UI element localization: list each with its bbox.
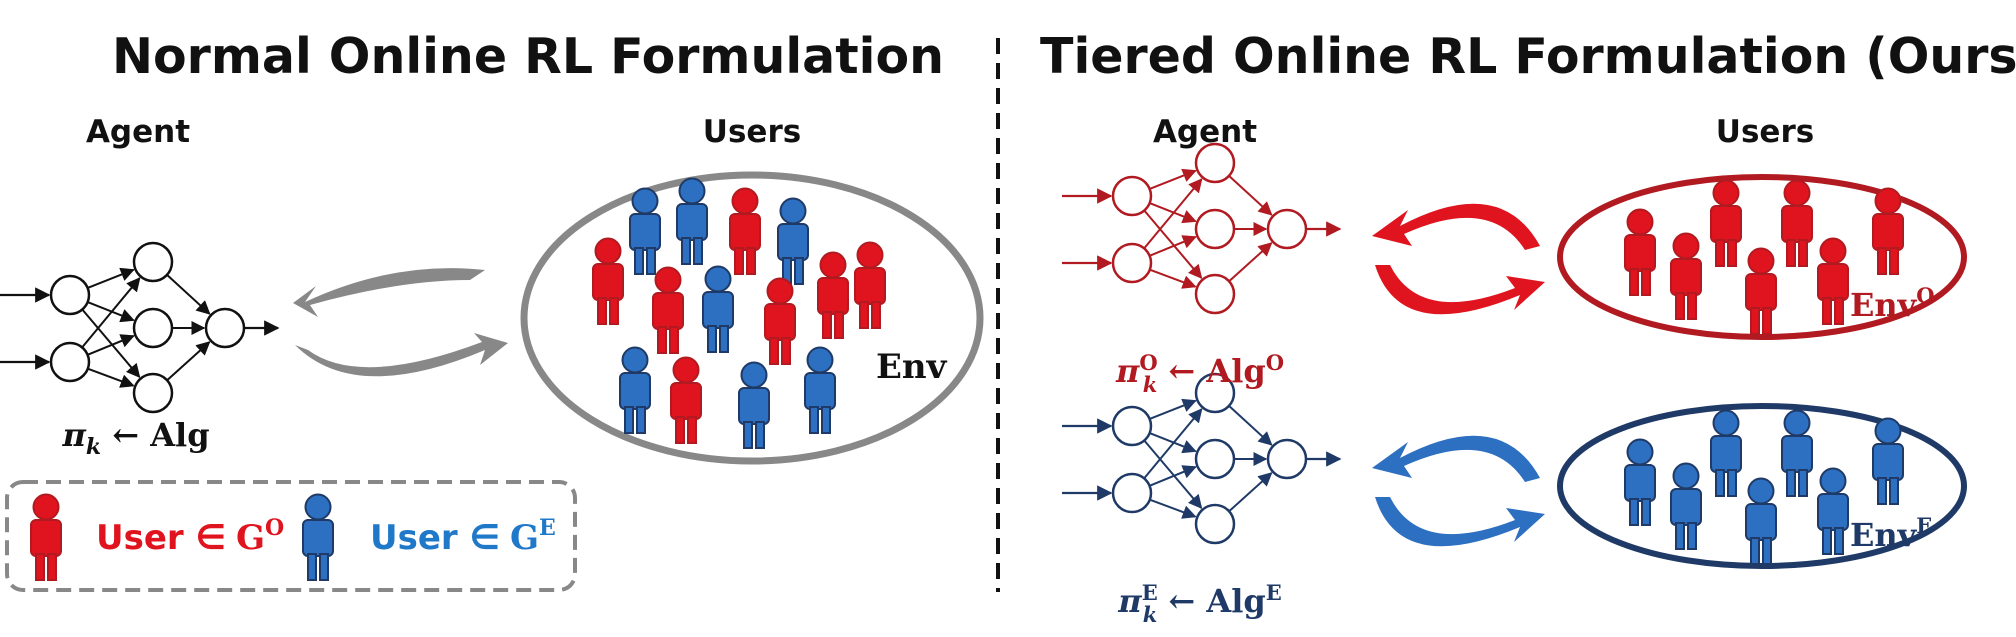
blue-user-icon xyxy=(1872,417,1904,505)
network-node xyxy=(132,372,174,414)
cycle-arrows-icon xyxy=(1372,435,1545,547)
network-node xyxy=(1194,208,1236,250)
red-user-icon xyxy=(1745,247,1777,335)
neural-network-icon xyxy=(1062,142,1342,315)
red-user-icon xyxy=(652,266,684,354)
network-node xyxy=(1194,142,1236,184)
network-node xyxy=(1266,438,1308,480)
network-node xyxy=(49,274,91,316)
blue-user-icon xyxy=(1670,462,1702,550)
red-user-icon xyxy=(30,493,62,581)
left-env-ellipse xyxy=(520,171,984,465)
blue-user-icon xyxy=(302,493,334,581)
blue-user-icon xyxy=(1745,477,1777,565)
right-top-env-ellipse xyxy=(1557,174,1967,340)
right-top-env-label: EnvO xyxy=(1850,283,1935,324)
right-bottom-env-label: EnvE xyxy=(1850,513,1932,554)
left-policy-label: πk ← Alg xyxy=(61,416,209,460)
network-node xyxy=(1194,372,1236,414)
blue-user-icon xyxy=(619,346,651,434)
network-node xyxy=(204,307,246,349)
network-node xyxy=(132,241,174,283)
legend-item-e: User ∈GE xyxy=(370,515,556,558)
blue-user-icon xyxy=(1710,409,1742,497)
red-user-icon xyxy=(1817,237,1849,325)
red-user-icon xyxy=(1670,232,1702,320)
blue-user-icon xyxy=(629,187,661,275)
network-node xyxy=(1111,405,1153,447)
network-node xyxy=(1111,242,1153,284)
red-user-icon xyxy=(729,187,761,275)
network-node xyxy=(1194,503,1236,545)
blue-user-icon xyxy=(1781,409,1813,497)
neural-network-icon xyxy=(0,241,280,414)
cycle-arrows-icon xyxy=(293,268,508,377)
blue-user-icon xyxy=(738,361,770,449)
left-agent-label: Agent xyxy=(86,114,190,150)
legend-box xyxy=(5,480,577,592)
blue-user-icon xyxy=(702,265,734,353)
right-title: Tiered Online RL Formulation (Ours) xyxy=(1040,28,2016,85)
red-user-icon xyxy=(1781,179,1813,267)
legend-item-o: User ∈GO xyxy=(96,515,284,558)
neural-network-icon xyxy=(1062,372,1342,545)
blue-user-icon xyxy=(804,346,836,434)
red-user-icon xyxy=(817,251,849,339)
right-bottom-env-ellipse xyxy=(1557,403,1967,569)
right-users-label: Users xyxy=(1716,114,1814,150)
red-user-icon xyxy=(1710,179,1742,267)
red-user-icon xyxy=(854,241,886,329)
left-user-crowd xyxy=(592,177,886,449)
network-node xyxy=(1111,472,1153,514)
network-node xyxy=(49,341,91,383)
red-user-icon xyxy=(1624,208,1656,296)
blue-user-icon xyxy=(1817,467,1849,555)
network-node xyxy=(1194,273,1236,315)
cycle-arrows-icon xyxy=(1372,203,1545,315)
left-title: Normal Online RL Formulation xyxy=(112,28,944,85)
red-user-icon xyxy=(592,237,624,325)
network-node xyxy=(1111,175,1153,217)
right-agent-label: Agent xyxy=(1153,114,1257,150)
blue-user-icon xyxy=(676,177,708,265)
blue-user-icon xyxy=(777,197,809,285)
left-env-label: Env xyxy=(876,347,948,387)
network-node xyxy=(1266,208,1308,250)
network-node xyxy=(1194,438,1236,480)
red-user-icon xyxy=(764,277,796,365)
network-node xyxy=(132,307,174,349)
left-users-label: Users xyxy=(703,114,801,150)
red-user-icon xyxy=(670,356,702,444)
red-user-icon xyxy=(1872,187,1904,275)
blue-user-icon xyxy=(1624,438,1656,526)
